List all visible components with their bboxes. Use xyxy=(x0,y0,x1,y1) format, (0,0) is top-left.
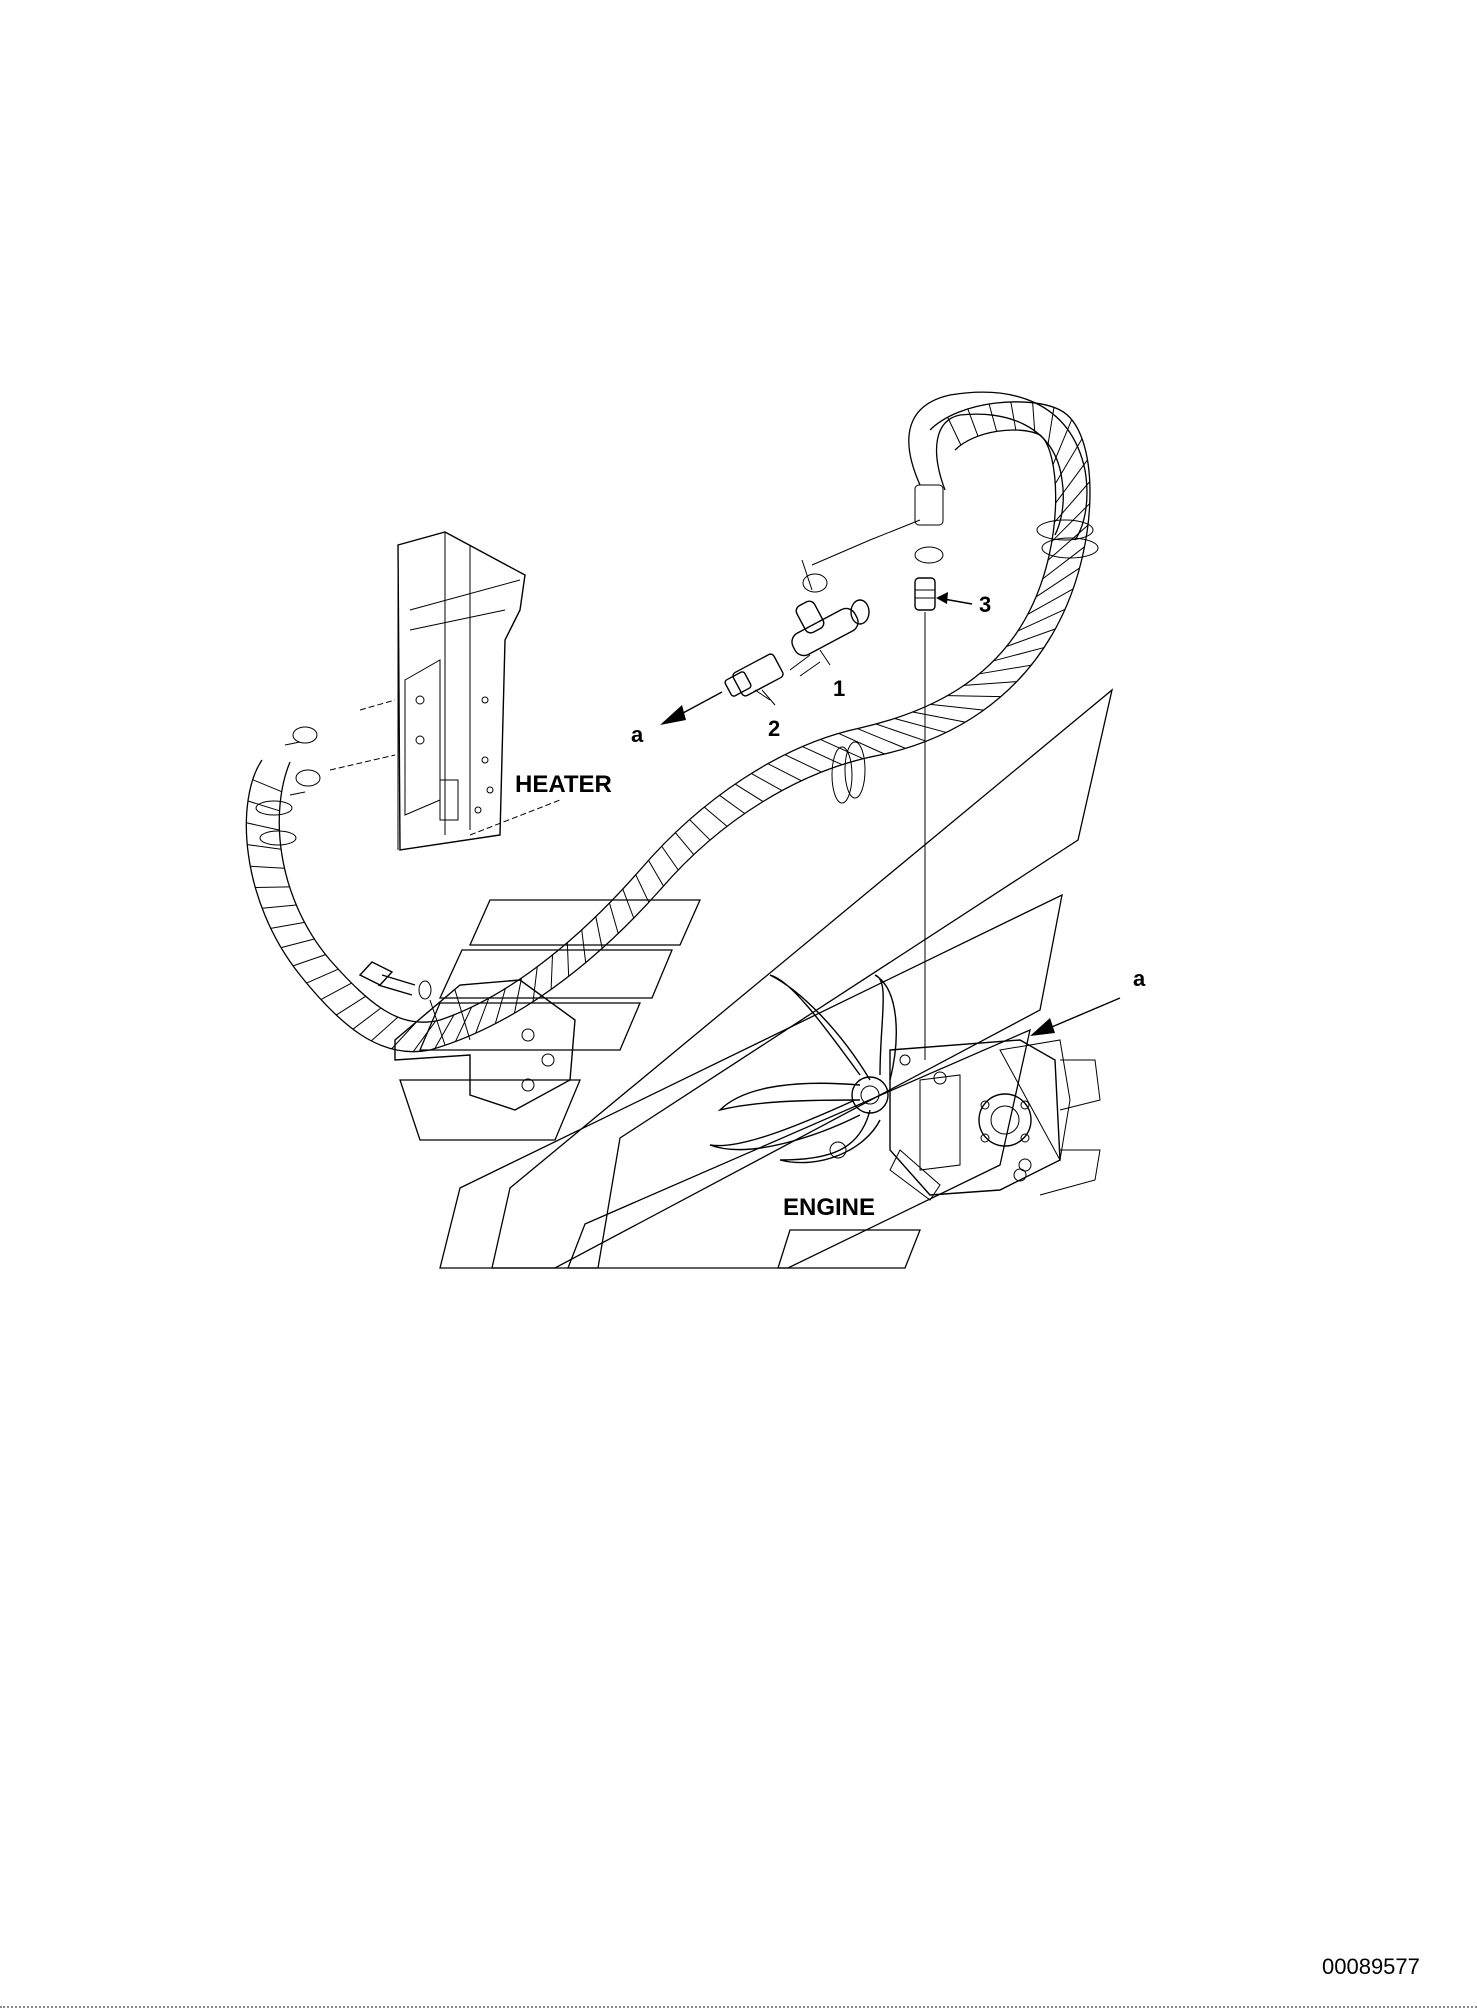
hose-spiral-wrap-stroke xyxy=(635,874,650,903)
hose-spiral-wrap-stroke xyxy=(784,754,822,773)
hose-spiral-wrap-stroke xyxy=(648,860,664,887)
hose-spiral-wrap-stroke xyxy=(320,982,352,1000)
hose-spiral-wrap-stroke xyxy=(475,998,490,1034)
hose-spiral-wrap-stroke xyxy=(838,732,885,755)
hose-spiral-wrap-stroke xyxy=(370,1016,399,1042)
arrow-a-left xyxy=(660,691,723,725)
hose-spiral-wrap-stroke xyxy=(930,703,984,711)
hose-spiral-wrap-stroke xyxy=(802,746,843,766)
hose-spiral-wrap-stroke xyxy=(335,995,366,1016)
hose-spiral-wrap-stroke xyxy=(912,711,966,723)
hose-spiral-wrap-stroke xyxy=(595,916,603,949)
hose-spiral-wrap-stroke xyxy=(1054,481,1091,523)
hose-spiral-wrap-stroke xyxy=(993,647,1045,662)
hose-spiral-wrap-stroke xyxy=(412,1020,437,1053)
hose-spiral-wrap-stroke xyxy=(1032,402,1036,433)
hose-spiral-wrap-stroke xyxy=(751,773,783,792)
heater-pipe-clamps xyxy=(284,726,321,796)
hose-spiral-wrap-stroke xyxy=(262,904,297,909)
hose-spiral-wrap-stroke xyxy=(622,888,635,919)
hose-spiral-wrap-stroke xyxy=(391,1021,417,1050)
hose-spiral-wrap-stroke xyxy=(454,1006,473,1042)
hose-spiral-wrap-stroke xyxy=(947,695,1001,698)
hose-spiral-wrap-stroke xyxy=(875,723,927,742)
heater-label: HEATER xyxy=(515,771,612,798)
hose-spiral-wrap-stroke xyxy=(894,718,947,733)
leader-part-1 xyxy=(819,649,831,666)
hose-spiral-wrap-stroke xyxy=(532,966,538,1002)
arrow-a-right xyxy=(1030,997,1121,1036)
hose-spiral-wrap-stroke xyxy=(857,728,906,749)
hose-spiral-wrap-stroke xyxy=(1042,546,1085,580)
hose-spiral-wrap-stroke xyxy=(566,942,570,977)
part-number-3: 3 xyxy=(979,592,991,617)
hose-spiral-wrap-stroke xyxy=(719,794,746,814)
hose-spiral-wrap-stroke xyxy=(292,954,326,967)
hose-spiral-wrap-stroke xyxy=(947,417,962,446)
hose-spiral-wrap-stroke xyxy=(352,1007,382,1030)
hose-spiral-wrap-stroke xyxy=(1055,459,1088,504)
hose-spiral-wrap-stroke xyxy=(246,822,280,831)
hose-spiral-wrap-stroke xyxy=(1052,419,1073,465)
hose-spiral-wrap-stroke xyxy=(963,681,1017,686)
heater-hose xyxy=(245,391,1099,1053)
hose-spiral-wrap-stroke xyxy=(247,844,282,850)
watermark-logo xyxy=(399,688,1114,1269)
hose-spiral-wrap-stroke xyxy=(979,664,1032,675)
hose-spiral-wrap-stroke xyxy=(1054,438,1083,485)
hose-spiral-wrap-stroke xyxy=(494,988,506,1024)
hose-spiral-wrap-stroke xyxy=(703,806,728,827)
figure-id: 00089577 xyxy=(1322,1954,1420,1979)
hose-spiral-wrap-stroke xyxy=(967,408,979,437)
hose-spiral-wrap-stroke xyxy=(608,902,619,934)
hose-spiral-wrap-stroke xyxy=(689,819,711,841)
hose-spiral-wrap-stroke xyxy=(988,403,998,432)
arrow-a-right-label: a xyxy=(1133,966,1146,991)
hose-spiral-wrap-stroke xyxy=(767,763,802,782)
hose-spiral-wrap-stroke xyxy=(675,832,695,855)
heater-unit xyxy=(329,531,561,851)
part-number-1: 1 xyxy=(833,676,845,701)
fitting-1-tee xyxy=(789,559,870,677)
bottom-rule xyxy=(0,2006,1477,2008)
hose-spiral-wrap-stroke xyxy=(247,800,280,812)
hose-spiral-wrap-stroke xyxy=(1027,588,1074,615)
hose-spiral-wrap-stroke xyxy=(250,865,285,869)
engine-label: ENGINE xyxy=(783,1194,875,1221)
hose-spiral-wrap-stroke xyxy=(255,886,290,889)
hose-spiral-wrap-stroke xyxy=(1035,567,1080,598)
leader-part-2 xyxy=(761,689,776,706)
fitting-2-adapter xyxy=(724,653,784,701)
hose-spiral-wrap-stroke xyxy=(270,921,305,929)
fitting-3-nipple xyxy=(914,577,936,1060)
hose-spiral-wrap-stroke xyxy=(820,738,864,760)
hose-spiral-wrap-stroke xyxy=(661,845,679,871)
hose-spiral-wrap-stroke xyxy=(1047,524,1089,561)
mounting-bracket xyxy=(358,961,576,1111)
hose-spiral-wrap-stroke xyxy=(252,779,282,793)
hose-spiral-wrap-stroke xyxy=(734,783,764,802)
engine-fan xyxy=(709,974,897,1164)
hose-spiral-wrap-stroke xyxy=(434,1014,455,1049)
hose-spiral-wrap-stroke xyxy=(1010,401,1017,431)
engine-block xyxy=(829,1039,1101,1201)
hose-spiral-wrap-stroke xyxy=(1006,628,1056,647)
part-number-2: 2 xyxy=(768,716,780,741)
hose-spiral-wrap-stroke xyxy=(1047,407,1055,447)
hose-spiral-wrap-stroke xyxy=(280,938,315,949)
hose-spiral-wrap-stroke xyxy=(306,968,339,984)
hose-spiral-wrap-stroke xyxy=(550,954,553,990)
hose-spiral-wrap-stroke xyxy=(1017,608,1066,632)
hose-spiral-wrap-stroke xyxy=(1051,503,1091,542)
hose-spiral-wrap-stroke xyxy=(513,977,523,1014)
hose-spiral-wrap-stroke xyxy=(581,929,587,963)
arrow-a-left-label: a xyxy=(631,722,644,747)
